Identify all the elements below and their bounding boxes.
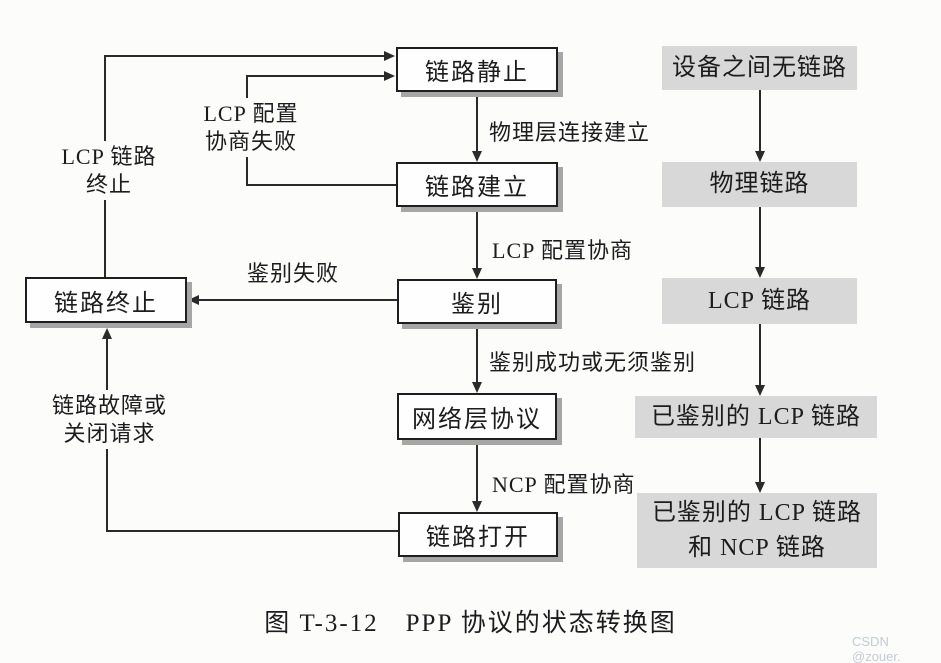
label-lcp-negotiation-fail: LCP 配置 协商失败 — [189, 98, 313, 157]
connector-line — [759, 207, 761, 267]
label-lcp-config-negotiation: LCP 配置协商 — [492, 238, 634, 263]
phase-authenticated-lcp-and-ncp-link: 已鉴别的 LCP 链路 和 NCP 链路 — [637, 493, 877, 568]
state-link-terminate: 链路终止 — [25, 277, 187, 323]
arrowhead-down-icon — [755, 267, 765, 278]
arrowhead-down-icon — [472, 382, 482, 393]
arrowhead-down-icon — [755, 151, 765, 162]
connector-line — [246, 75, 385, 77]
watermark: CSDN @zouer. — [852, 634, 901, 663]
state-link-quiet: 链路静止 — [396, 47, 558, 92]
arrowhead-left-icon — [188, 295, 199, 305]
state-link-open: 链路打开 — [398, 512, 558, 557]
arrowhead-down-icon — [755, 385, 765, 396]
phase-authenticated-lcp-link: 已鉴别的 LCP 链路 — [635, 396, 877, 438]
label-auth-fail: 鉴别失败 — [247, 261, 340, 286]
label-physical-layer-establish: 物理层连接建立 — [489, 120, 651, 145]
connector-line — [246, 184, 396, 186]
connector-line — [476, 92, 478, 152]
label-lcp-link-terminate: LCP 链路 终止 — [47, 141, 171, 200]
phase-physical-link: 物理链路 — [662, 162, 857, 207]
state-authenticate: 鉴别 — [397, 279, 557, 324]
connector-line — [476, 323, 478, 382]
arrowhead-down-icon — [472, 501, 482, 512]
arrowhead-up-icon — [102, 328, 112, 339]
connector-line — [106, 530, 399, 532]
connector-line — [759, 324, 761, 385]
label-link-fault-or-close: 链路故障或 关闭请求 — [33, 390, 186, 449]
connector-line — [759, 438, 761, 482]
connector-line — [759, 90, 761, 151]
state-network-layer-protocol: 网络层协议 — [397, 393, 557, 440]
phase-lcp-link: LCP 链路 — [662, 278, 857, 324]
arrowhead-down-icon — [472, 151, 482, 162]
arrowhead-down-icon — [472, 268, 482, 279]
figure-caption: 图 T-3-12 PPP 协议的状态转换图 — [264, 610, 677, 637]
phase-no-link-between-devices: 设备之间无链路 — [662, 46, 857, 90]
connector-line — [476, 440, 478, 501]
arrowhead-right-icon — [384, 51, 395, 61]
connector-line — [476, 207, 478, 268]
arrowhead-right-icon — [384, 71, 395, 81]
arrowhead-down-icon — [755, 482, 765, 493]
label-ncp-config-negotiation: NCP 配置协商 — [492, 472, 636, 497]
state-link-establish: 链路建立 — [396, 162, 558, 207]
connector-line — [199, 299, 398, 301]
label-auth-success-or-not-needed: 鉴别成功或无须鉴别 — [489, 350, 697, 375]
connector-line — [104, 55, 385, 57]
